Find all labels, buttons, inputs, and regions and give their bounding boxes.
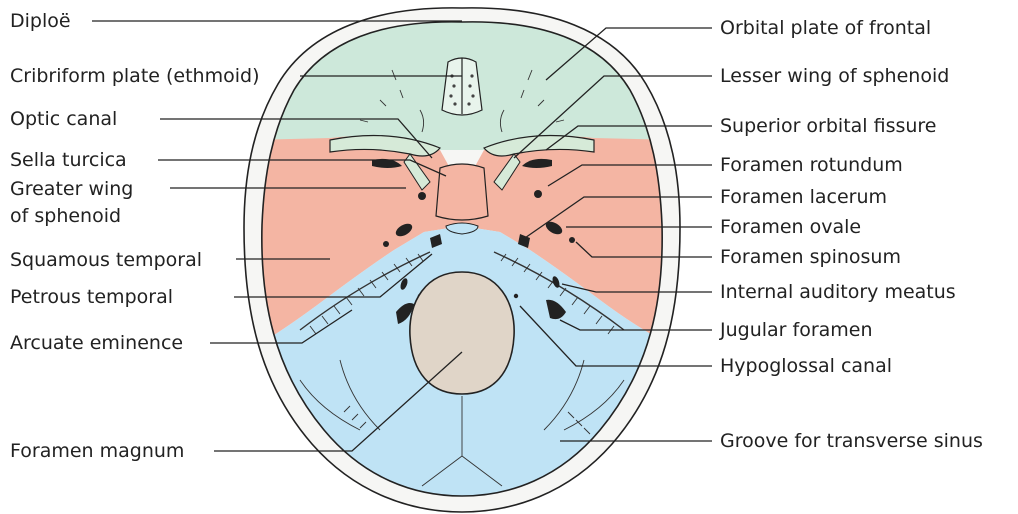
foramen-spinosum-right: [569, 237, 575, 243]
label-optic-canal: Optic canal: [10, 108, 117, 130]
label-squamous-temporal: Squamous temporal: [10, 249, 202, 271]
label-superior-orbital-fissure: Superior orbital fissure: [720, 115, 937, 137]
foramen-rotundum-left: [418, 192, 426, 200]
label-sella-turcica: Sella turcica: [10, 149, 127, 171]
label-diploe: Diploë: [10, 10, 71, 32]
sella-turcica-shape: [436, 164, 488, 220]
label-jugular-foramen: Jugular foramen: [719, 319, 873, 341]
label-cribriform-plate: Cribriform plate (ethmoid): [10, 65, 260, 87]
cribriform-plate: [442, 58, 482, 115]
label-arcuate-eminence: Arcuate eminence: [10, 332, 183, 354]
label-hypoglossal-canal: Hypoglossal canal: [720, 355, 892, 377]
foramen-magnum-shape: [410, 272, 514, 394]
label-foramen-ovale: Foramen ovale: [720, 216, 861, 238]
label-orbital-plate: Orbital plate of frontal: [720, 17, 931, 39]
foramen-spinosum-left: [383, 241, 389, 247]
label-petrous-temporal: Petrous temporal: [10, 286, 173, 308]
label-foramen-lacerum: Foramen lacerum: [720, 186, 887, 208]
label-foramen-spinosum: Foramen spinosum: [720, 246, 901, 268]
label-foramen-magnum: Foramen magnum: [10, 440, 184, 462]
label-foramen-rotundum: Foramen rotundum: [720, 154, 903, 176]
label-lesser-wing: Lesser wing of sphenoid: [720, 65, 949, 87]
label-greater-wing-line1: Greater wing: [10, 178, 133, 200]
foramen-rotundum-right: [534, 190, 542, 198]
label-greater-wing-line2: of sphenoid: [10, 205, 121, 227]
label-groove-transverse-sinus: Groove for transverse sinus: [720, 430, 983, 452]
hypoglossal-canal-right: [514, 294, 518, 298]
label-internal-auditory-meatus: Internal auditory meatus: [720, 281, 956, 303]
